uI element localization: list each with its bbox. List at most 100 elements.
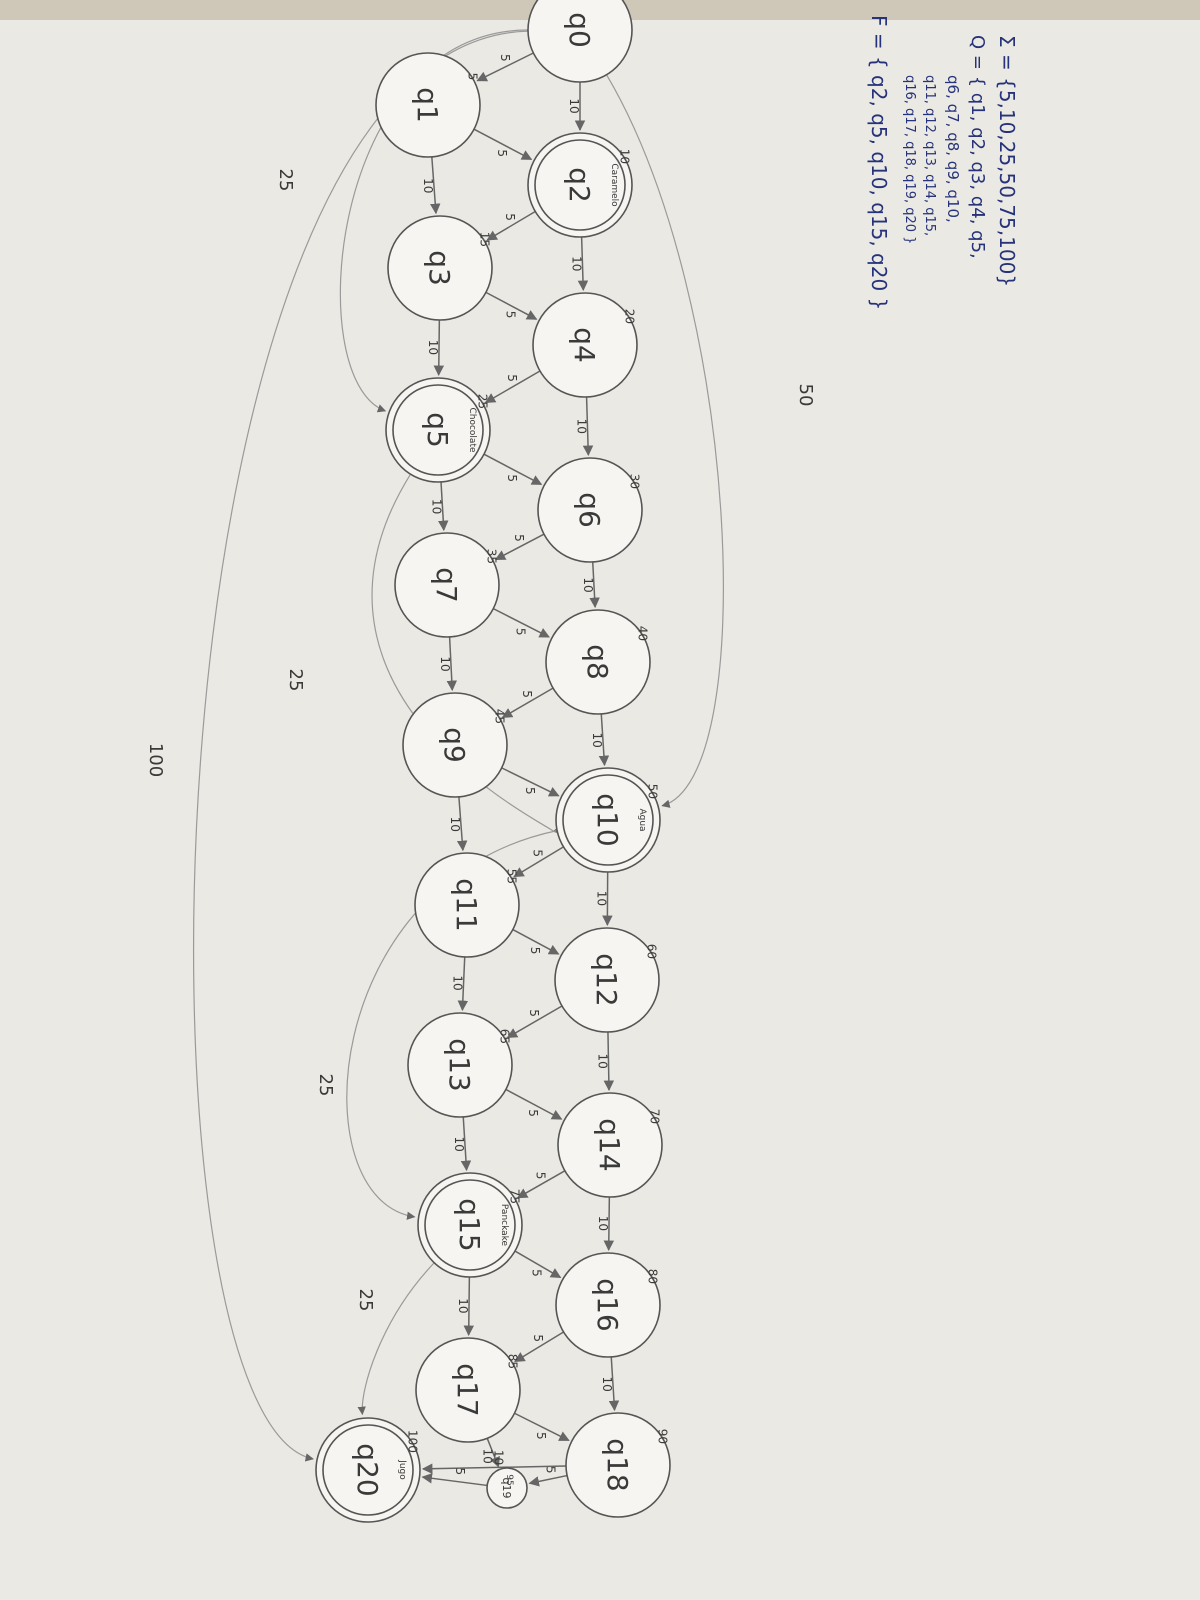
state-circle	[417, 1172, 523, 1278]
states-definition-line-3: q11, q12, q13, q14, q15,	[922, 75, 937, 236]
state-label: q15	[453, 1198, 486, 1251]
state-amount: 85	[506, 1354, 520, 1369]
transition-label: 5	[503, 311, 517, 319]
transition-label: 5	[453, 1468, 467, 1476]
state-product: Caramelo	[609, 163, 619, 207]
state-circle	[554, 927, 660, 1033]
transition-edge	[421, 1463, 567, 1474]
transition-label: 10	[574, 419, 588, 434]
transition-label: 25	[275, 169, 296, 192]
transition-edge	[421, 1473, 488, 1487]
state-amount: 50	[646, 784, 660, 799]
state-circle	[394, 532, 500, 638]
transition-label: 25	[315, 1074, 336, 1097]
transition-edge	[577, 236, 589, 292]
state-circle	[407, 1012, 513, 1118]
transition-label: 5	[503, 213, 517, 221]
state-label: q12	[590, 953, 623, 1006]
state-circle	[545, 609, 651, 715]
transition-label: 10	[600, 1376, 614, 1391]
state-circle	[557, 1092, 663, 1198]
transition-edge	[494, 533, 545, 561]
transition-edge	[483, 453, 543, 486]
transition-edge	[512, 928, 560, 955]
state-amount: 65	[498, 1029, 512, 1044]
states-definition-line-1: Q = { q1, q2, q3, q4, q5,	[967, 35, 988, 259]
state-label: q8	[581, 644, 614, 680]
state-amount: 15	[478, 232, 492, 247]
transition-label: 10	[596, 1216, 610, 1231]
transition-edge	[484, 370, 541, 404]
state-label: q6	[573, 492, 606, 528]
transition-label: 25	[355, 1289, 376, 1312]
transition-label: 10	[456, 1298, 470, 1313]
transition-label: 10	[426, 340, 440, 355]
transition-label: 10	[421, 178, 435, 193]
transition-edge	[598, 713, 610, 767]
transition-label: 5	[530, 1269, 544, 1277]
transition-edge	[433, 319, 445, 377]
transition-label: 10	[569, 256, 583, 271]
transition-edge	[438, 481, 449, 532]
transition-edge	[516, 1170, 566, 1199]
transition-label: 10	[595, 1054, 609, 1069]
final-states-definition: F = { q2, q5, q10, q15, q20 }	[867, 15, 891, 310]
state-label: q16	[591, 1278, 624, 1331]
transition-label: 50	[795, 384, 816, 407]
state-q0: q0	[527, 0, 633, 83]
state-product: Jugo	[397, 1459, 407, 1480]
state-label: q7	[430, 567, 463, 603]
state-label: q10	[591, 793, 624, 846]
transition-edge	[339, 29, 529, 413]
transition-label: 10	[452, 1136, 466, 1151]
transition-edge	[473, 128, 533, 161]
transition-label: 10	[581, 577, 595, 592]
transition-label: 10	[448, 817, 462, 832]
transition-edge	[476, 52, 534, 82]
transition-edge	[486, 210, 536, 241]
state-label: q19	[500, 1478, 513, 1499]
transition-label: 5	[543, 1466, 557, 1474]
state-circle	[486, 1467, 528, 1509]
transition-edge	[456, 796, 468, 852]
state-label: q13	[443, 1038, 476, 1091]
transition-edge	[514, 1331, 564, 1363]
transition-edge	[485, 291, 538, 320]
transition-label: 5	[520, 690, 534, 698]
transition-label: 10	[491, 1450, 505, 1465]
state-circle	[532, 292, 638, 398]
state-amount: 95	[504, 1474, 514, 1485]
transition-edge	[501, 687, 554, 719]
state-circle	[385, 377, 491, 483]
transition-label: 5	[526, 1109, 540, 1117]
state-label: q0	[563, 12, 596, 48]
state-label: q5	[421, 412, 454, 448]
transition-edge	[463, 1276, 475, 1337]
transition-edge	[492, 607, 550, 638]
state-circle	[555, 767, 661, 873]
state-amount: 75	[508, 1189, 522, 1204]
transition-label: 5	[531, 1334, 545, 1342]
state-circle	[315, 1417, 421, 1523]
transition-label: 25	[285, 669, 306, 692]
transition-edge	[357, 1262, 435, 1416]
transition-label: 10	[567, 98, 581, 113]
transition-edge	[457, 956, 469, 1012]
transition-edge	[506, 1005, 563, 1039]
state-circle	[527, 132, 633, 238]
transition-label: 5	[498, 54, 512, 62]
state-label: q2	[563, 167, 596, 203]
state-q13: q13 65	[407, 1012, 513, 1118]
transition-label: 10	[438, 656, 452, 671]
transition-label: 10	[595, 891, 609, 906]
final-state-ring	[424, 1179, 516, 1271]
transition-label: 5	[533, 1172, 547, 1180]
